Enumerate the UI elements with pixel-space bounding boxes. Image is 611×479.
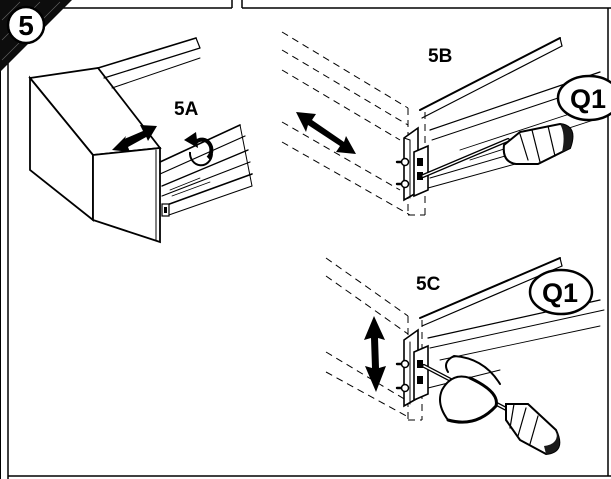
panel-5b-rail [395, 37, 607, 202]
screwdriver-icon [422, 354, 561, 456]
label-5a: 5A [174, 99, 199, 120]
double-arrow-icon [112, 125, 157, 152]
panel-5a-drawer [28, 37, 253, 244]
vertical-double-arrow-icon [364, 316, 386, 392]
step-number: 5 [18, 10, 34, 41]
label-5b: 5B [428, 46, 452, 67]
badge-q1-5b: Q1 [556, 74, 611, 122]
q1-badge-text: Q1 [570, 84, 606, 114]
rotate-arrow-icon [184, 132, 214, 167]
badge-q1-5c: Q1 [528, 268, 594, 316]
step-badge: 5 [0, 0, 72, 72]
label-5c: 5C [416, 274, 441, 295]
screwdriver-icon [421, 122, 574, 178]
q1-badge-text: Q1 [542, 278, 578, 308]
double-arrow-icon [296, 112, 356, 154]
